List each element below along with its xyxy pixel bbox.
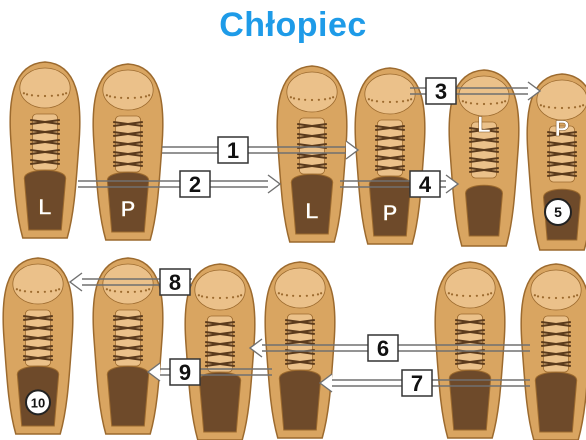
shoe (265, 262, 335, 438)
shoe-side-label: L (477, 112, 490, 137)
step-number: 2 (189, 172, 201, 197)
shoe: P (93, 64, 163, 240)
shoe (521, 264, 586, 440)
shoe (435, 262, 505, 438)
shoe-side-label: L (38, 194, 51, 219)
step-number: 8 (169, 270, 181, 295)
step-number: 4 (419, 172, 432, 197)
shoe-side-label: P (383, 200, 398, 225)
step-5-badge: 5 (545, 199, 571, 225)
step-number: 1 (227, 138, 239, 163)
shoe: L (277, 66, 347, 242)
step-number: 3 (435, 79, 447, 104)
svg-text:5: 5 (554, 204, 562, 220)
step-number: 7 (411, 371, 423, 396)
step-number: 6 (377, 336, 389, 361)
shoe: 10 (3, 258, 73, 434)
shoe-step-badge: 10 (31, 395, 45, 410)
step-number: 9 (179, 360, 191, 385)
shoe: L (10, 62, 80, 238)
shoe-side-label: P (121, 196, 136, 221)
shoe: L (449, 70, 519, 246)
shoe (185, 264, 255, 440)
shoe-side-label: P (555, 116, 570, 141)
shoe-side-label: L (305, 198, 318, 223)
